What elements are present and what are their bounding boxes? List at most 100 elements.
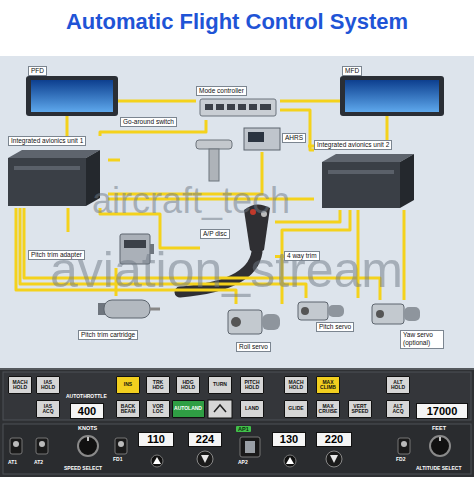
display-value: 400 (78, 406, 96, 417)
cartridge-body (104, 300, 150, 318)
mode-key (238, 104, 246, 110)
avionics-unit-side (400, 154, 414, 208)
panel-strip (3, 372, 471, 420)
avionics-unit-top (322, 154, 414, 162)
status-light: AP1 (236, 426, 251, 432)
paddle-face (245, 441, 255, 453)
component-label: Integrated avionics unit 2 (314, 140, 392, 150)
display-unit: PFD (26, 66, 118, 116)
mode-key (227, 104, 235, 110)
ahrs-unit: AHRS (244, 124, 308, 152)
switch-label: FD1 (113, 457, 122, 463)
display-value: 224 (196, 434, 214, 445)
mode-key (216, 104, 224, 110)
toggle-lever (401, 441, 407, 447)
panel-label: KNOTS (78, 425, 97, 431)
value-display: 130 (272, 432, 306, 447)
value-display: 220 (316, 432, 352, 447)
button-label: MAX CRUISE (317, 404, 339, 415)
mode-button: VERT SPEED (348, 400, 372, 418)
switch-label: FD2 (396, 457, 405, 463)
chevron-symbol (214, 405, 226, 412)
button-label: IAS ACQ (37, 404, 59, 415)
mode-button: MAX CLIMB (316, 376, 340, 394)
signal-wire (280, 110, 314, 150)
component-label: Pitch trim adapter (28, 250, 85, 260)
mode-key (205, 104, 213, 110)
trim-adapter: Pitch trim adapter (28, 232, 154, 268)
mfd-screen (345, 80, 439, 112)
ahrs-body (244, 128, 280, 150)
value-display: 17000 (416, 403, 468, 419)
mode-button: HDG HOLD (176, 376, 200, 394)
toggle-switch (36, 438, 48, 454)
mode-button: TRK HDG (146, 376, 170, 394)
autopilot-paddle (240, 437, 260, 457)
panel-ground (0, 368, 474, 477)
mode-button: MACH HOLD (8, 376, 32, 394)
signal-wire (118, 100, 196, 103)
button-label: MACH HOLD (9, 380, 31, 391)
mfd-bezel (340, 76, 444, 116)
watermark: aviation_stream (50, 242, 403, 300)
panel-label: AUTOTHROTTLE (66, 394, 107, 400)
knob-pointer (201, 455, 209, 463)
toggle-switch (398, 438, 410, 454)
mode-key (260, 104, 271, 110)
mode-controller: Mode controller (196, 86, 280, 120)
mode-button: LAND (240, 400, 264, 418)
button-label: PITCH HOLD (241, 380, 263, 391)
servo-body (228, 310, 262, 334)
altitude-knob (430, 436, 450, 456)
title-text: Automatic Flight Control System (0, 9, 474, 35)
display-value: 130 (280, 434, 298, 445)
knob-pointer (330, 455, 338, 463)
servo-shaft (376, 310, 384, 318)
component-label: Pitch trim cartridge (78, 330, 138, 340)
pointer-button (151, 455, 163, 467)
panel-label: ALTITUDE SELECT (416, 466, 461, 472)
servo-body (372, 304, 404, 324)
mode-button: IAS HOLD (36, 376, 60, 394)
servo-unit: Roll servo (226, 304, 290, 354)
speed-knob (78, 436, 98, 456)
avionics-unit-front (322, 162, 400, 208)
component-label: PFD (28, 66, 47, 76)
component-label: A/P disc (200, 229, 230, 239)
signal-wire (66, 116, 69, 136)
avionics-unit: Integrated avionics unit 1 (8, 136, 108, 208)
mode-button: ALT HOLD (386, 376, 410, 394)
panel-label: SPEED SELECT (64, 466, 102, 472)
servo-shaft (231, 317, 241, 327)
pfd-bezel (26, 76, 118, 116)
display-value: 220 (325, 434, 343, 445)
component-label: Integrated avionics unit 1 (8, 136, 86, 146)
mode-button: MAX CRUISE (316, 400, 340, 418)
servo-unit: Pitch servo (296, 298, 366, 334)
mode-button: PITCH HOLD (240, 376, 264, 394)
toggle-lever (13, 441, 19, 447)
component-label: AHRS (282, 133, 306, 143)
mode-button: VOR LOC (146, 400, 170, 418)
component-label: Go-around switch (120, 117, 177, 127)
button-label: HDG HOLD (177, 380, 199, 391)
panel-strip (3, 424, 471, 474)
button-label: TRK HDG (147, 380, 169, 391)
display-value: 110 (147, 434, 165, 445)
panel-label: FEET (432, 425, 446, 431)
knob-tick (87, 437, 89, 441)
display-unit: MFD (340, 66, 444, 116)
button-label: AUTOLAND (173, 406, 204, 412)
toggle-lever (39, 441, 45, 447)
component-label: Yaw servo (optional) (400, 330, 444, 349)
button-label: VERT SPEED (349, 404, 371, 415)
value-display: 110 (138, 432, 174, 447)
selector-knob (326, 451, 342, 467)
component-label: Pitch servo (316, 322, 354, 332)
go-around-stem (209, 149, 219, 181)
mode-button: AUTOLAND (172, 400, 205, 418)
mode-button: MACH HOLD (284, 376, 308, 394)
mode-controller-body (200, 99, 276, 116)
signal-wire (108, 159, 120, 162)
mode-button: TURN (208, 376, 232, 394)
